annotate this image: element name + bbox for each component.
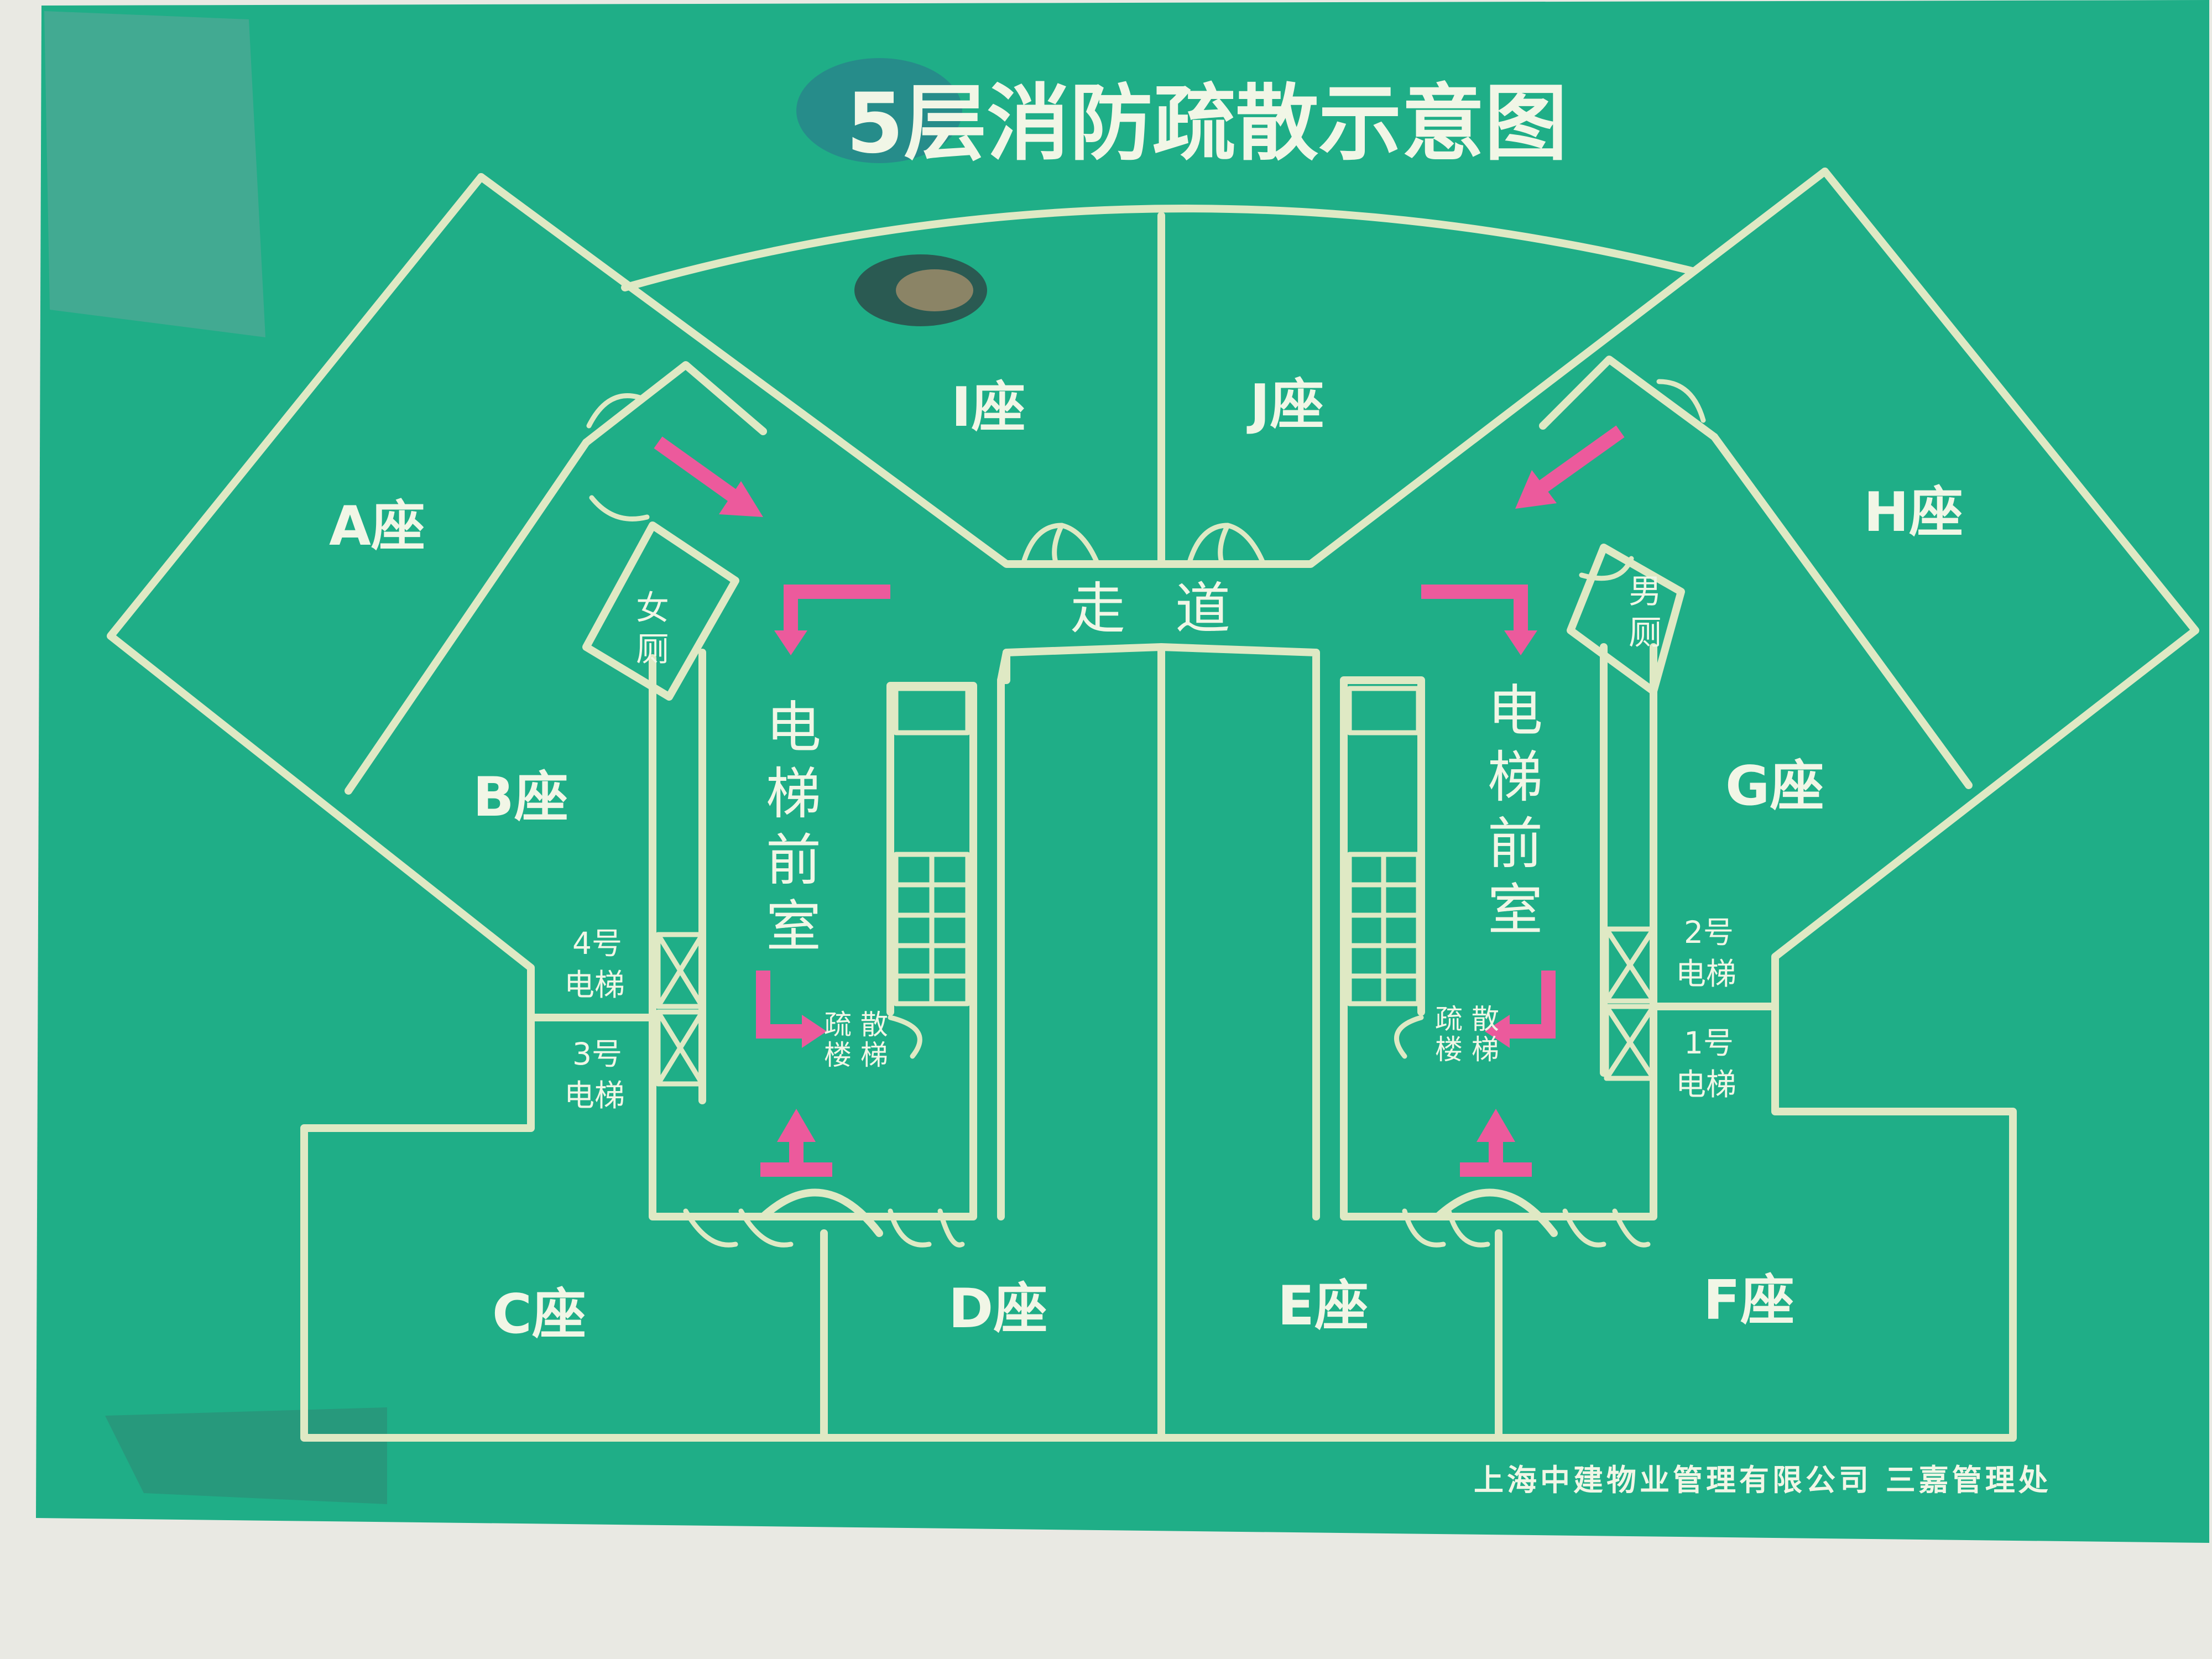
room-label-h: H座 — [1864, 481, 1963, 544]
wall-ab-inner — [582, 361, 767, 446]
restroom-men-char-1: 男 — [1629, 572, 1662, 611]
stair-grid-icon — [893, 686, 971, 1006]
room-label-c: C座 — [492, 1283, 586, 1346]
elevator-3-line-2: 电梯 — [564, 1078, 625, 1113]
room-label-a: A座 — [329, 495, 425, 558]
right-exit-arch — [1434, 1188, 1558, 1237]
lobby-right-char-2: 梯 — [1488, 745, 1543, 810]
evacuation-arrow-icon-exit-left — [760, 1109, 832, 1177]
restroom-women-char-2: 厕 — [636, 630, 669, 669]
elevator-1-line-1: 1号 — [1684, 1025, 1734, 1061]
room-label-b: B座 — [473, 766, 568, 829]
top-arc — [621, 205, 1696, 291]
evacuation-arrow-icon-stairs-left — [756, 971, 827, 1048]
evacuation-arrow-icon-h — [1515, 425, 1625, 509]
evacuation-arrow-icon — [654, 436, 763, 517]
left-core-walls — [649, 654, 977, 1220]
evacuation-arrow-icon-corridor-right — [1421, 585, 1537, 655]
damage-spot-core — [896, 269, 973, 311]
elevator-2-line-1: 2号 — [1684, 915, 1734, 950]
wall-women-restroom — [582, 521, 739, 701]
plan-title: 5层消防疏散示意图 — [846, 76, 1567, 172]
lobby-right-char-3: 前 — [1488, 811, 1543, 876]
room-label-g: G座 — [1725, 755, 1824, 818]
outline-h-upper — [1152, 168, 1829, 568]
door-swing-icon — [586, 379, 1706, 1248]
room-label-f: F座 — [1703, 1269, 1794, 1332]
room-label-d: D座 — [948, 1277, 1047, 1340]
lobby-left-char-4: 室 — [766, 894, 821, 959]
wall-g-h — [1710, 433, 1973, 789]
evacuation-arrow-icon-stairs-right — [1485, 971, 1556, 1048]
room-label-i: I座 — [951, 376, 1025, 439]
sign-panel — [36, 0, 2209, 1543]
weathered-patch — [44, 11, 265, 337]
room-label-e: E座 — [1277, 1275, 1369, 1338]
elevator-1-line-2: 电梯 — [1676, 1067, 1736, 1102]
wall-a-b — [345, 439, 590, 795]
lobby-left-char-3: 前 — [766, 828, 821, 893]
elevator-3-line-1: 3号 — [572, 1036, 622, 1072]
lobby-left-char-1: 电 — [766, 695, 821, 760]
footer-company: 上海中建物业管理有限公司 三嘉管理处 — [1474, 1463, 2052, 1498]
right-core-walls — [1340, 643, 1657, 1220]
outline-a-upper — [477, 173, 1198, 568]
elevator-cross-icon — [655, 932, 705, 1087]
restroom-women-char-1: 女 — [636, 589, 669, 628]
stair-grid-icon-right — [1347, 686, 1421, 1006]
room-label-j: J座 — [1246, 373, 1324, 436]
damage-spot-title — [796, 58, 962, 163]
corridor-label: 走道 — [1070, 576, 1280, 641]
lobby-right-char-1: 电 — [1488, 679, 1543, 743]
stairs-left-line-2: 楼 梯 — [824, 1039, 888, 1071]
lobby-left-char-2: 梯 — [766, 761, 821, 826]
stairs-right-line-2: 楼 梯 — [1435, 1034, 1499, 1066]
restroom-men-char-2: 厕 — [1629, 614, 1662, 653]
wall-gh-inner — [1539, 356, 1718, 441]
evacuation-arrow-icon-corridor-left — [774, 585, 890, 655]
elevator-4-line-2: 电梯 — [564, 967, 625, 1003]
lobby-right-char-4: 室 — [1488, 878, 1543, 942]
elevator-2-line-2: 电梯 — [1676, 956, 1736, 992]
stairs-left-line-1: 疏 散 — [824, 1009, 888, 1041]
evacuation-arrow-icon-exit-right — [1460, 1109, 1532, 1177]
stairs-right-line-1: 疏 散 — [1435, 1003, 1499, 1035]
elevator-4-line-1: 4号 — [572, 926, 622, 961]
left-exit-arch — [759, 1188, 883, 1237]
weathered-patch-bottom — [105, 1407, 387, 1504]
elevator-cross-icon-right — [1604, 926, 1656, 1081]
